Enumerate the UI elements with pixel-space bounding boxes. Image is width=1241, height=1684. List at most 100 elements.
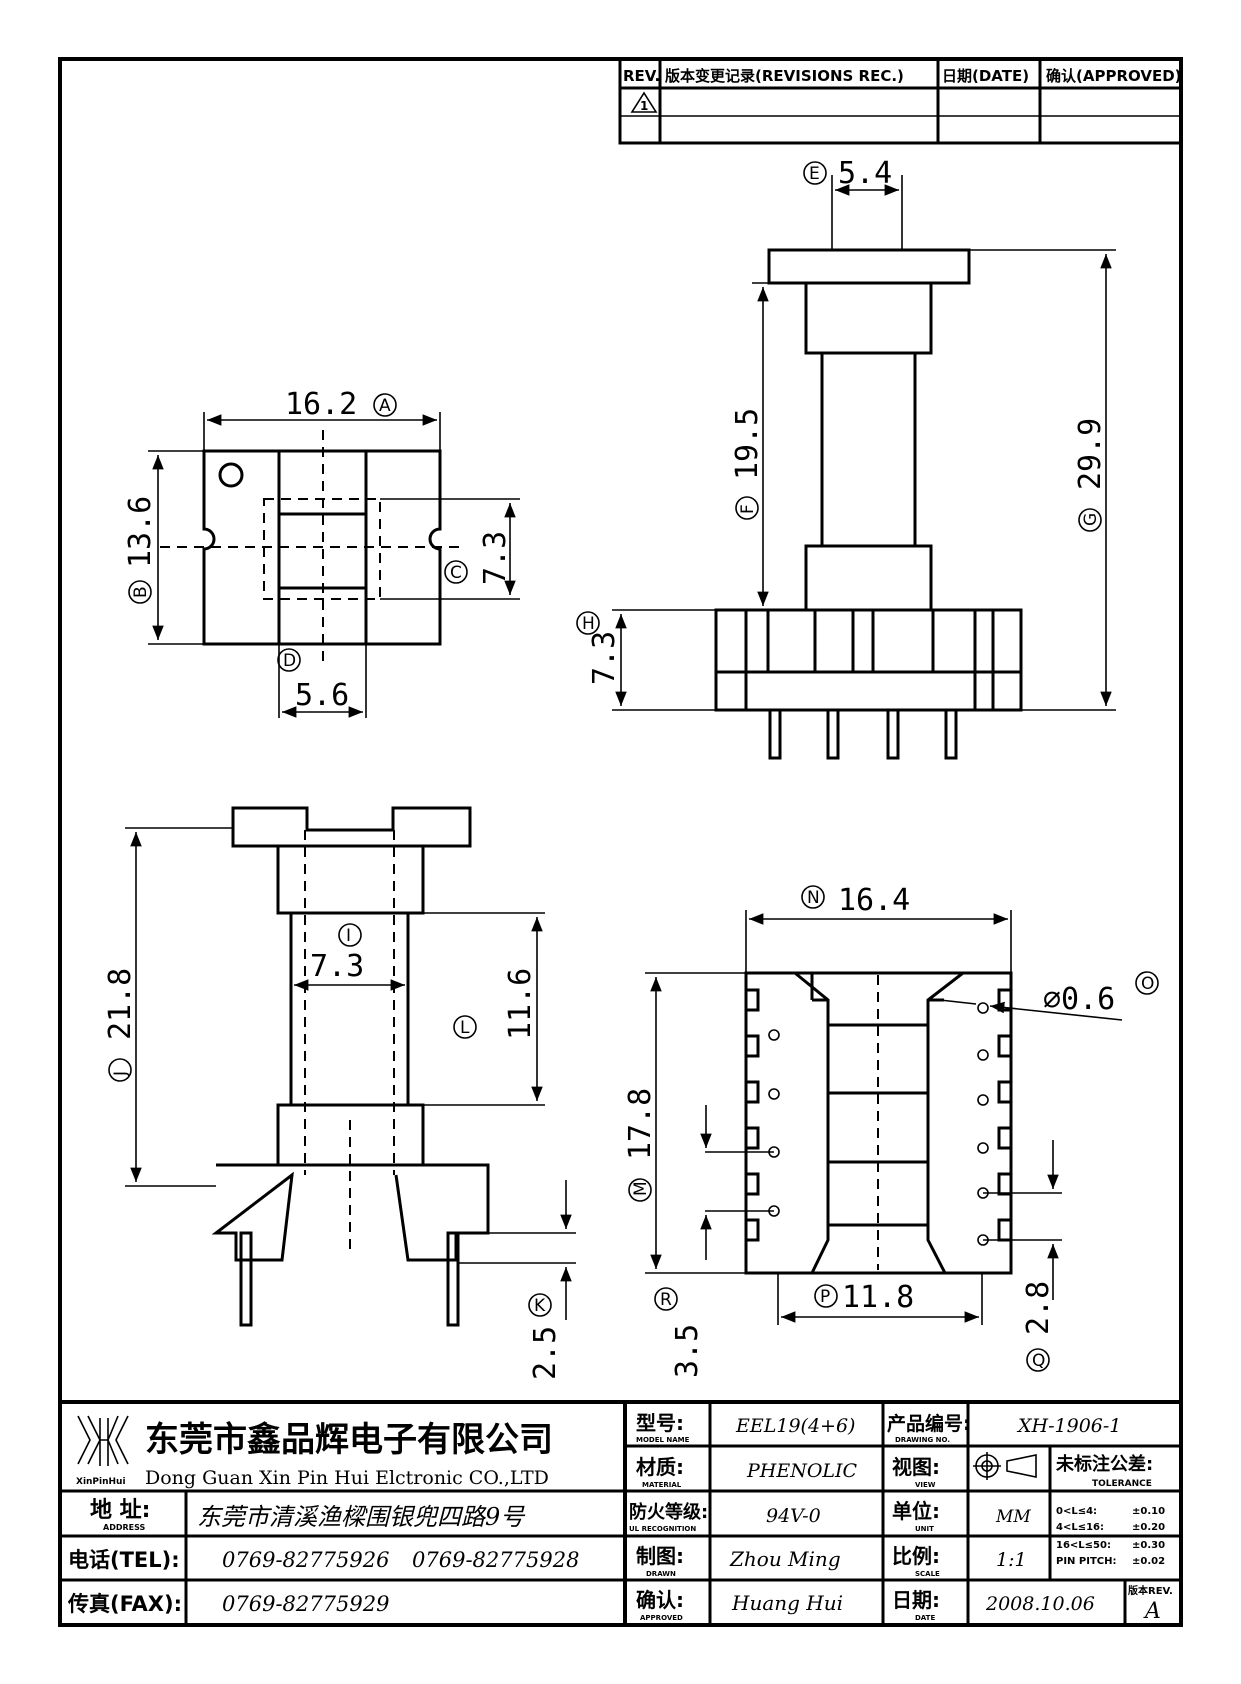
dim-k-value: 2.5 <box>528 1326 563 1380</box>
revisions-record-header: 版本变更记录(REVISIONS REC.) <box>665 67 904 85</box>
tolerance-value-4: ±0.02 <box>1132 1556 1165 1567</box>
company-name-en: Dong Guan Xin Pin Hui Elctronic CO.,LTD <box>145 1467 549 1489</box>
tolerance-title: 未标注公差: <box>1056 1453 1153 1475</box>
dim-g-value: 29.9 <box>1073 418 1108 490</box>
view-label: 视图: <box>892 1455 940 1479</box>
title-block: XinPinHui 东莞市鑫品辉电子有限公司 Dong Guan Xin Pin… <box>60 1400 1181 1625</box>
approved-label: 确认: <box>636 1588 684 1612</box>
dim-g-letter: G <box>1081 513 1101 526</box>
ul-value: 94V-0 <box>766 1505 821 1527</box>
view-label-en: VIEW <box>915 1481 936 1489</box>
date-label: 日期: <box>892 1588 940 1612</box>
scale-value: 1:1 <box>996 1549 1027 1571</box>
tolerance-value-3: ±0.30 <box>1132 1540 1165 1551</box>
drawing-no-label-en: DRAWING NO. <box>895 1436 950 1444</box>
fax-value: 0769-82775929 <box>222 1592 389 1616</box>
dim-j-letter: J <box>111 1071 131 1077</box>
revisions-approved-header: 确认(APPROVED) <box>1046 67 1182 85</box>
tel-label: 电话(TEL): <box>68 1548 180 1572</box>
company-logo: XinPinHui <box>76 1415 129 1487</box>
approved-value: Huang Hui <box>731 1591 843 1615</box>
address-label-en: ADDRESS <box>103 1523 146 1532</box>
dim-a-letter: A <box>379 396 391 416</box>
model-value: EEL19(4+6) <box>735 1415 855 1437</box>
ul-label: 防火等级: <box>629 1501 708 1523</box>
dim-r-value: 3.5 <box>670 1324 705 1378</box>
dim-q-value: 2.8 <box>1021 1281 1056 1335</box>
dim-i-letter: I <box>346 926 351 946</box>
drawing-no-label: 产品编号: <box>887 1412 971 1435</box>
company-name-cn: 东莞市鑫品辉电子有限公司 <box>145 1420 553 1460</box>
tolerance-title-en: TOLERANCE <box>1092 1479 1152 1489</box>
dim-p-letter: P <box>820 1287 830 1307</box>
projection-symbol-icon <box>973 1452 1037 1480</box>
dim-d-value: 5.6 <box>295 678 349 713</box>
material-label: 材质: <box>636 1455 684 1479</box>
dim-b-letter: B <box>131 586 151 598</box>
dim-c-letter: C <box>450 563 462 583</box>
dim-m-value: 17.8 <box>623 1088 658 1160</box>
dim-l-value: 11.6 <box>503 968 538 1040</box>
dim-b-value: 13.6 <box>123 496 158 568</box>
dim-j-value: 21.8 <box>103 968 138 1040</box>
address-value: 东莞市清溪渔樑围银兜四路9号 <box>197 1503 526 1531</box>
scale-label-en: SCALE <box>915 1570 940 1578</box>
revision-mark: 1 <box>640 99 648 113</box>
rev-label: 版本REV. <box>1128 1584 1173 1597</box>
dim-l-letter: L <box>460 1018 470 1038</box>
drawn-label-en: DRAWN <box>646 1570 676 1578</box>
dim-k-letter: K <box>534 1296 546 1316</box>
tolerance-range-4: PIN PITCH: <box>1056 1556 1116 1567</box>
drawing-border <box>58 57 1183 1627</box>
material-label-en: MATERIAL <box>642 1481 682 1489</box>
dim-a-value: 16.2 <box>285 387 357 422</box>
dim-p-value: 11.8 <box>842 1280 914 1315</box>
approved-label-en: APPROVED <box>640 1614 683 1622</box>
dim-m-letter: M <box>631 1181 651 1196</box>
revisions-date-header: 日期(DATE) <box>942 67 1029 85</box>
revision-triangle-icon <box>630 91 658 113</box>
dim-n-letter: N <box>807 888 820 908</box>
material-value: PHENOLIC <box>746 1460 858 1482</box>
unit-label-en: UNIT <box>915 1525 934 1533</box>
dim-f-letter: F <box>738 504 758 514</box>
unit-value: MM <box>995 1507 1031 1527</box>
address-label: 地 址: <box>90 1498 150 1523</box>
dim-h-value: 7.3 <box>587 631 622 685</box>
tolerance-value-1: ±0.10 <box>1132 1506 1165 1517</box>
dim-d-letter: D <box>283 651 296 671</box>
drawn-label: 制图: <box>636 1544 684 1568</box>
dim-f-value: 19.5 <box>730 408 765 480</box>
tolerance-range-1: 0<L≤4: <box>1056 1506 1097 1517</box>
dim-c-value: 7.3 <box>478 531 513 585</box>
dim-i-value: 7.3 <box>310 949 364 984</box>
logo-text: XinPinHui <box>76 1477 126 1487</box>
tolerance-value-2: ±0.20 <box>1132 1522 1165 1533</box>
dim-h-letter: H <box>582 614 595 634</box>
side-view <box>125 806 576 1327</box>
drawing-no-value: XH-1906-1 <box>1016 1415 1121 1437</box>
dim-e-value: 5.4 <box>838 156 892 191</box>
date-value: 2008.10.06 <box>985 1593 1095 1615</box>
dim-o-letter: O <box>1141 974 1154 994</box>
dim-e-letter: E <box>809 164 820 184</box>
dim-r-letter: R <box>660 1290 672 1310</box>
bottom-view <box>645 910 1123 1325</box>
revision-table: REV. 版本变更记录(REVISIONS REC.) 日期(DATE) 确认(… <box>618 57 1183 145</box>
date-label-en: DATE <box>915 1614 935 1622</box>
dim-q-letter: Q <box>1032 1351 1045 1371</box>
tel-value-1: 0769-82775926 <box>222 1548 389 1572</box>
front-view <box>612 175 1116 760</box>
ul-label-en: UL RECOGNITION <box>629 1525 696 1533</box>
tel-value-2: 0769-82775928 <box>412 1548 579 1572</box>
model-label-en: MODEL NAME <box>636 1436 690 1444</box>
dim-o-value: ⌀0.6 <box>1043 982 1115 1017</box>
rev-header: REV. <box>623 67 660 85</box>
drawn-value: Zhou Ming <box>729 1547 841 1571</box>
fax-label: 传真(FAX): <box>67 1592 182 1616</box>
rev-value: A <box>1143 1599 1161 1624</box>
dim-n-value: 16.4 <box>838 883 910 918</box>
tolerance-range-3: 16<L≤50: <box>1056 1540 1111 1551</box>
unit-label: 单位: <box>892 1499 940 1523</box>
